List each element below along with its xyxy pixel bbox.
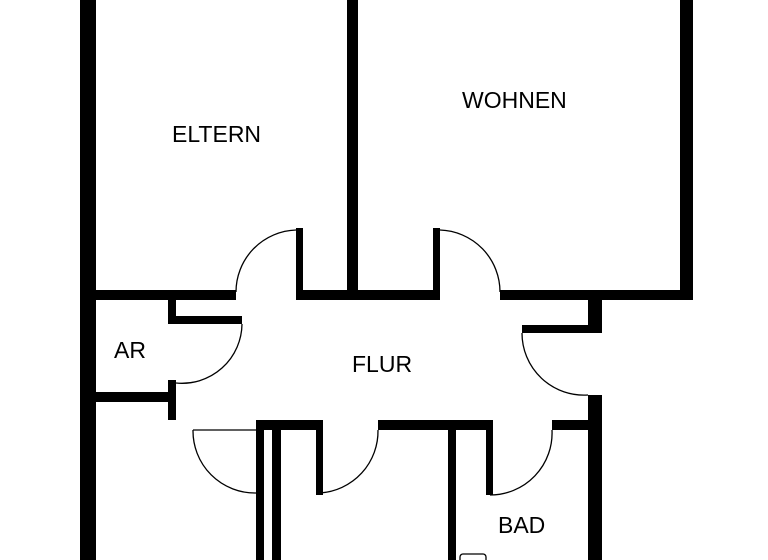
wall-ar-notch bbox=[168, 298, 176, 318]
wall-ar-right-lower bbox=[168, 380, 176, 420]
room-label-kind: KIND bbox=[150, 555, 205, 560]
door-swing-bad bbox=[489, 429, 553, 496]
wall-eltern-bottom bbox=[96, 290, 236, 300]
room-label-ar: AR bbox=[114, 337, 146, 363]
room-label-wohnen: WOHNEN bbox=[462, 87, 567, 113]
wall-wohnen-bottom bbox=[500, 290, 693, 300]
room-label-flur: FLUR bbox=[352, 351, 412, 377]
jamb-eltern-door bbox=[296, 228, 303, 300]
walls bbox=[80, 0, 693, 560]
jamb-wohnen-door bbox=[433, 228, 440, 300]
wall-kind-right bbox=[256, 420, 264, 560]
wall-eltern-wohnen bbox=[347, 0, 358, 292]
wall-middle-bottom bbox=[298, 290, 436, 300]
wall-flur-bottom-mid bbox=[378, 420, 488, 430]
wall-bad-left bbox=[448, 420, 456, 560]
door-swing-ar bbox=[175, 323, 243, 384]
room-label-bad: BAD bbox=[498, 512, 545, 538]
jamb-bad-door bbox=[486, 420, 493, 495]
door-swing-eltern bbox=[235, 229, 297, 293]
room-labels: ELTERN WOHNEN AR FLUR BAD KIND bbox=[114, 87, 567, 560]
wall-kitchen-left bbox=[272, 420, 281, 560]
wall-exterior-left bbox=[80, 0, 96, 560]
wall-exterior-right-upper bbox=[680, 0, 693, 300]
wall-ar-bottom bbox=[96, 392, 176, 402]
wall-flur-bottom-right bbox=[552, 420, 602, 430]
door-swing-flur-right bbox=[521, 332, 589, 396]
wall-exterior-right-lower bbox=[588, 395, 602, 560]
doors bbox=[175, 229, 589, 560]
wall-flur-bottom-left bbox=[258, 420, 316, 430]
door-swing-kitchen bbox=[319, 429, 379, 494]
room-label-eltern: ELTERN bbox=[172, 121, 261, 147]
door-swing-kind bbox=[192, 429, 257, 494]
wall-ar-top bbox=[168, 316, 242, 324]
bath-fixture-icon bbox=[459, 553, 487, 560]
door-swing-wohnen bbox=[439, 229, 501, 293]
wall-flur-right-jamb bbox=[522, 325, 602, 333]
wall-jog-right bbox=[588, 290, 602, 332]
jamb-kitchen-door bbox=[316, 420, 323, 495]
